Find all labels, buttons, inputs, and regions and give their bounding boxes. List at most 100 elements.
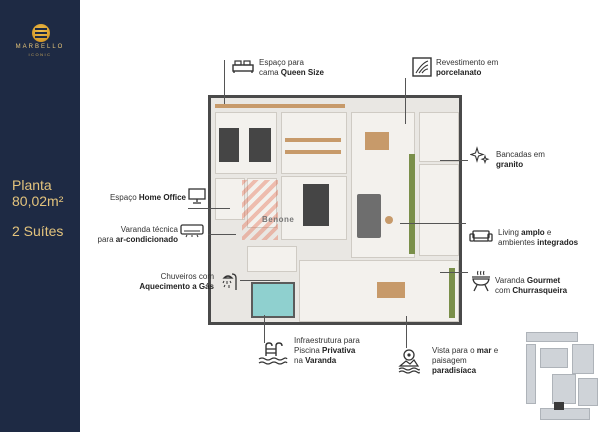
feature-view-bold1: mar bbox=[476, 346, 492, 355]
feature-shower-line1: Chuveiros com bbox=[160, 272, 214, 281]
feature-queen-line1: Espaço para bbox=[259, 58, 304, 67]
leader-line-pool bbox=[264, 315, 265, 343]
feature-living-bold1: amplo bbox=[521, 228, 545, 237]
feature-living-line2-pre: ambientes bbox=[498, 238, 538, 247]
office-room bbox=[215, 178, 245, 220]
feature-ac-bold: ar-condicionado bbox=[115, 235, 178, 244]
feature-queen-line2: cama bbox=[259, 68, 281, 77]
air-conditioner-icon bbox=[180, 224, 204, 238]
leader-line-ac bbox=[208, 234, 236, 235]
planter bbox=[409, 154, 415, 254]
plan-suites: 2 Suítes bbox=[12, 223, 64, 239]
minimap-block bbox=[526, 344, 536, 404]
plan-title: Planta 80,02m² 2 Suítes bbox=[12, 177, 63, 239]
leader-line-granite bbox=[440, 160, 468, 161]
side-table bbox=[385, 216, 393, 224]
feature-living-bold2: integrados bbox=[537, 238, 579, 247]
pool-icon bbox=[258, 342, 288, 365]
leader-line-living bbox=[400, 223, 466, 224]
plan-area: 80,02m² bbox=[12, 193, 64, 209]
feature-gourmet-line2-pre: com bbox=[495, 286, 513, 295]
feature-pool-line1: Infraestrutura para bbox=[294, 336, 360, 345]
feature-ac: Varanda técnica para ar-condicionado bbox=[70, 225, 178, 245]
feature-ac-line1: Varanda técnica bbox=[120, 225, 178, 234]
feature-pool: Infraestrutura para Piscina Privativa na… bbox=[294, 336, 360, 366]
feature-view: Vista para o mar e paisagem paradisíaca bbox=[432, 346, 498, 376]
feature-view-line2: paisagem bbox=[432, 356, 467, 365]
plan-title-line1: Planta bbox=[12, 177, 52, 193]
feature-living: Living amplo e ambientes integrados bbox=[498, 228, 578, 248]
feature-gourmet-bold2: Churrasqueira bbox=[512, 286, 568, 295]
bed-icon bbox=[232, 60, 254, 73]
feature-porcelain-line1: Revestimento em bbox=[436, 58, 499, 67]
shelf-2 bbox=[285, 150, 341, 154]
minimap-block bbox=[578, 378, 598, 406]
leader-line-gourmet bbox=[440, 272, 468, 273]
balcony-planter bbox=[449, 268, 455, 318]
balcony-table bbox=[377, 282, 405, 298]
feature-gourmet: Varanda Gourmet com Churrasqueira bbox=[495, 276, 567, 296]
sofa-icon bbox=[469, 230, 493, 242]
feature-office-pre: Espaço bbox=[109, 193, 139, 202]
minimap-block bbox=[526, 332, 578, 342]
view-icon bbox=[398, 349, 420, 374]
floor-plan bbox=[208, 95, 462, 325]
feature-gourmet-line1-pre: Varanda bbox=[495, 276, 527, 285]
feature-granite: Bancadas em granito bbox=[496, 150, 545, 170]
feature-office: Espaço Home Office bbox=[98, 193, 186, 203]
feature-living-mid: e bbox=[544, 228, 552, 237]
feature-pool-line2-bold: Privativa bbox=[322, 346, 356, 355]
feature-queen-bold: Queen Size bbox=[280, 68, 324, 77]
feature-living-line1-pre: Living bbox=[498, 228, 522, 237]
kitchen bbox=[419, 112, 459, 162]
feature-pool-line3-bold: Varanda bbox=[305, 356, 337, 365]
minimap-block bbox=[572, 344, 594, 374]
shelf-1 bbox=[285, 138, 341, 142]
minimap-block bbox=[552, 374, 576, 404]
feature-porcelain: Revestimento em porcelanato bbox=[436, 58, 498, 78]
top-shelf bbox=[215, 104, 345, 108]
feature-shower-bold: Aquecimento a Gás bbox=[139, 282, 214, 291]
feature-ac-line2-pre: para bbox=[97, 235, 116, 244]
leader-line-office bbox=[188, 208, 230, 209]
feature-pool-line3-pre: na bbox=[294, 356, 306, 365]
feature-office-bold: Home Office bbox=[138, 193, 186, 202]
grill-icon bbox=[472, 270, 490, 292]
watermark-text: Benone bbox=[262, 215, 295, 224]
leader-line-queen bbox=[224, 60, 225, 104]
feature-view-bold2: paradisíaca bbox=[432, 366, 477, 375]
feature-pool-line2-pre: Piscina bbox=[294, 346, 323, 355]
minimap-block bbox=[540, 408, 590, 420]
dining-table bbox=[365, 132, 389, 150]
minimap-unit-highlight bbox=[554, 402, 564, 410]
bedroom-2 bbox=[281, 112, 347, 174]
watermark-logo-icon bbox=[242, 180, 278, 240]
tile-icon bbox=[412, 57, 432, 77]
brand-subtitle: ICONIC bbox=[28, 52, 52, 57]
feature-granite-line1: Bancadas em bbox=[496, 150, 545, 159]
sparkle-icon bbox=[470, 146, 490, 165]
sofa bbox=[357, 194, 381, 238]
sidebar: MARBELLO ICONIC Planta 80,02m² 2 Suítes bbox=[0, 0, 80, 432]
kitchen-counter bbox=[419, 164, 459, 256]
brand-logo-icon bbox=[32, 24, 50, 42]
minimap-block bbox=[540, 348, 568, 368]
private-pool bbox=[251, 282, 295, 318]
leader-line-porcelain bbox=[405, 78, 406, 124]
feature-queen: Espaço para cama Queen Size bbox=[259, 58, 324, 78]
feature-shower: Chuveiros com Aquecimento a Gás bbox=[96, 272, 214, 292]
bathroom-2 bbox=[247, 246, 297, 272]
feature-gourmet-bold1: Gourmet bbox=[526, 276, 561, 285]
bed-1 bbox=[219, 128, 239, 162]
feature-porcelain-bold: porcelanato bbox=[436, 68, 482, 77]
bathroom-1 bbox=[247, 178, 277, 228]
shower-icon bbox=[222, 273, 237, 290]
wardrobe-1 bbox=[249, 128, 271, 162]
brand-name: MARBELLO bbox=[15, 44, 65, 50]
feature-view-mid: e bbox=[491, 346, 499, 355]
leader-line-shower bbox=[240, 280, 280, 281]
feature-granite-bold: granito bbox=[496, 160, 524, 169]
bed-2 bbox=[303, 184, 329, 226]
monitor-icon bbox=[188, 188, 206, 204]
leader-line-view bbox=[406, 316, 407, 348]
